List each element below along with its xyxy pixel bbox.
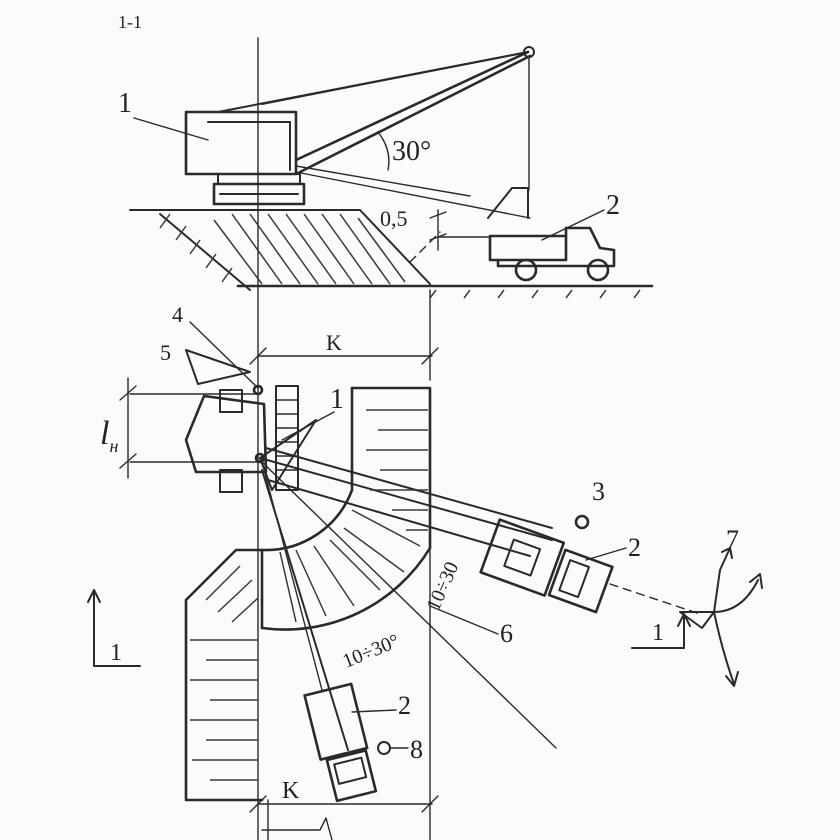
crane-cab-plan (184, 394, 268, 474)
angle-arc (377, 131, 390, 171)
crane-tracks (212, 182, 306, 206)
k-dimension-top (249, 289, 439, 381)
crane-label-top: 1 (118, 88, 132, 119)
truck-label-right: 2 (628, 533, 641, 562)
plan-view: K lн 4 5 1 (87, 289, 763, 840)
crane-turntable (217, 173, 301, 185)
section-marker-right (631, 613, 691, 649)
pos4-label: 4 (172, 302, 183, 327)
pos3-marker (574, 514, 590, 530)
crane-boom (217, 46, 535, 219)
pit-top (350, 386, 432, 550)
truck-side (488, 226, 616, 282)
k-label-top: K (326, 330, 342, 355)
truck-rear-wheel (514, 258, 538, 282)
crane-plan (184, 385, 317, 493)
crane-body (184, 110, 306, 206)
pos7-arrows (679, 547, 763, 687)
truck-bottom-bed (303, 682, 369, 761)
pit-bottom (184, 548, 264, 802)
pos7-label: 7 (726, 525, 739, 554)
angle-range-left-label: 10÷30° (340, 630, 403, 672)
truck-bottom-cab (325, 749, 378, 803)
k-label-bottom: K (282, 778, 300, 804)
clearance-label: 0,5 (380, 206, 408, 231)
k-dimension-bottom (249, 547, 439, 840)
crane-platform-section (129, 209, 654, 299)
section-left-label: 1 (110, 640, 122, 666)
ln-dimension (119, 377, 261, 479)
angle-label: 30° (392, 136, 431, 167)
working-zone-arc (260, 488, 432, 631)
pos6-label: 6 (500, 619, 513, 648)
pos5-label: 5 (160, 340, 171, 365)
angle-range-right-label: 10÷30 (422, 559, 463, 615)
section-view: 30° (118, 12, 654, 840)
clearance-dimension (429, 209, 491, 251)
pos3-label: 3 (592, 477, 605, 506)
pos8-label: 8 (410, 735, 423, 764)
boom-plan-bottom (259, 459, 557, 751)
boom-plan-right (259, 447, 701, 615)
truck-bed (488, 234, 568, 262)
pos8-marker (377, 741, 391, 755)
pos5-pointer (185, 349, 251, 385)
ln-label: lн (100, 415, 118, 456)
load-hook-block (487, 187, 529, 219)
crane-cab-inner (207, 121, 291, 171)
section-right-label: 1 (652, 620, 664, 646)
truck-plan-right (479, 518, 614, 614)
truck-label-top: 2 (606, 190, 620, 221)
truck-front-wheel (586, 258, 610, 282)
truck-plan-bottom (303, 682, 378, 803)
section-marker-left (87, 589, 141, 667)
truck-label-bottom: 2 (398, 691, 411, 720)
truck-right-bed (479, 518, 566, 597)
section-title: 1-1 (118, 12, 142, 32)
crane-right-track (275, 385, 299, 491)
crane-label-plan: 1 (330, 384, 344, 415)
